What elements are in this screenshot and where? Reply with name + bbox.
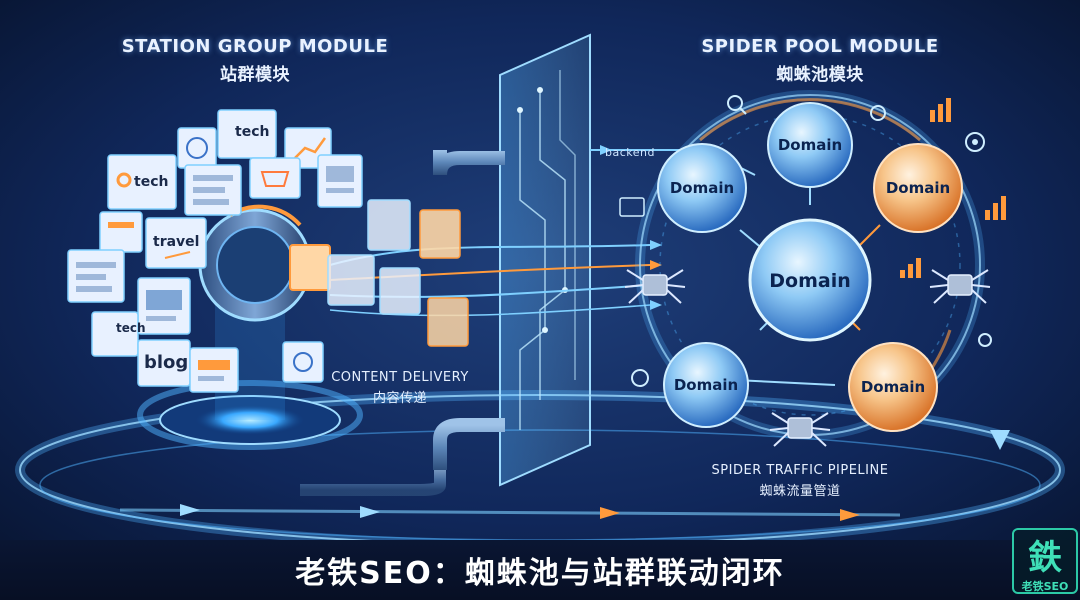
ring-icons xyxy=(619,95,1006,387)
domain-bubble-right: Domain xyxy=(873,143,963,233)
spider-icon xyxy=(624,269,686,304)
domain-bubble-top: Domain xyxy=(767,102,853,188)
site-card-bottom xyxy=(189,347,239,393)
site-card-blog: blog xyxy=(137,339,191,387)
site-card-travel-label: travel xyxy=(153,234,199,250)
domain-bubble-center: Domain xyxy=(748,218,872,342)
site-card-tech-label-2: tech xyxy=(134,174,168,190)
domain-bubbles: Domain Domain Domain Domain Domain Domai… xyxy=(657,102,963,432)
domain-label-right: Domain xyxy=(886,179,950,197)
site-card-travel: travel xyxy=(145,217,207,269)
pipes xyxy=(300,150,505,496)
chart-icon xyxy=(900,258,921,278)
gear-icon xyxy=(965,132,985,152)
logo-caption: 老铁SEO xyxy=(1021,580,1069,593)
image-icon xyxy=(293,352,313,372)
site-card-tech-label-1: tech xyxy=(235,124,269,140)
domain-bubble-left: Domain xyxy=(657,143,747,233)
list-icon xyxy=(619,197,645,217)
site-card-blog-label: blog xyxy=(144,352,188,373)
search-icon xyxy=(870,105,886,121)
content-cards xyxy=(327,199,469,347)
logo xyxy=(1012,528,1078,594)
domain-label-top: Domain xyxy=(778,136,842,154)
site-card-tech-1: tech xyxy=(217,109,277,159)
backend-panel xyxy=(499,33,591,487)
spiders xyxy=(624,269,991,447)
spider-icon xyxy=(769,412,831,447)
site-card-tech-2: tech xyxy=(107,154,177,210)
site-card-right-1 xyxy=(317,154,363,208)
chart-icon xyxy=(985,196,1006,220)
chart-icon xyxy=(930,98,951,122)
site-card-image xyxy=(282,341,324,383)
globe-icon xyxy=(186,137,208,159)
domain-label-bottom-right: Domain xyxy=(861,378,925,396)
search-icon xyxy=(978,333,992,347)
domain-label-left: Domain xyxy=(670,179,734,197)
content-portal xyxy=(137,204,363,450)
target-icon xyxy=(631,369,649,387)
site-card-list xyxy=(184,164,242,216)
site-card-small xyxy=(99,211,143,253)
chart-icon xyxy=(294,137,327,159)
spider-icon xyxy=(929,269,991,304)
domain-bubble-bottom-right: Domain xyxy=(848,342,938,432)
banner-title: 老铁SEO：蜘蛛池与站群联动闭环 xyxy=(295,556,785,591)
domain-label-center: Domain xyxy=(769,270,850,292)
domain-label-bottom-left: Domain xyxy=(674,376,738,394)
site-card-tech-label-3: tech xyxy=(116,321,146,335)
site-card-globe xyxy=(177,127,217,169)
site-cards: tech tech xyxy=(67,109,363,393)
site-card-cart xyxy=(249,157,301,199)
domain-bubble-bottom-left: Domain xyxy=(663,342,749,428)
site-card-tech-3: tech xyxy=(91,311,146,357)
cart-icon xyxy=(260,171,290,187)
site-card-middle xyxy=(137,277,191,335)
logo-glyph: 鉄 xyxy=(1028,538,1062,578)
bottom-banner xyxy=(0,540,1080,600)
search-icon xyxy=(727,95,743,111)
site-card-list-2 xyxy=(67,249,125,303)
